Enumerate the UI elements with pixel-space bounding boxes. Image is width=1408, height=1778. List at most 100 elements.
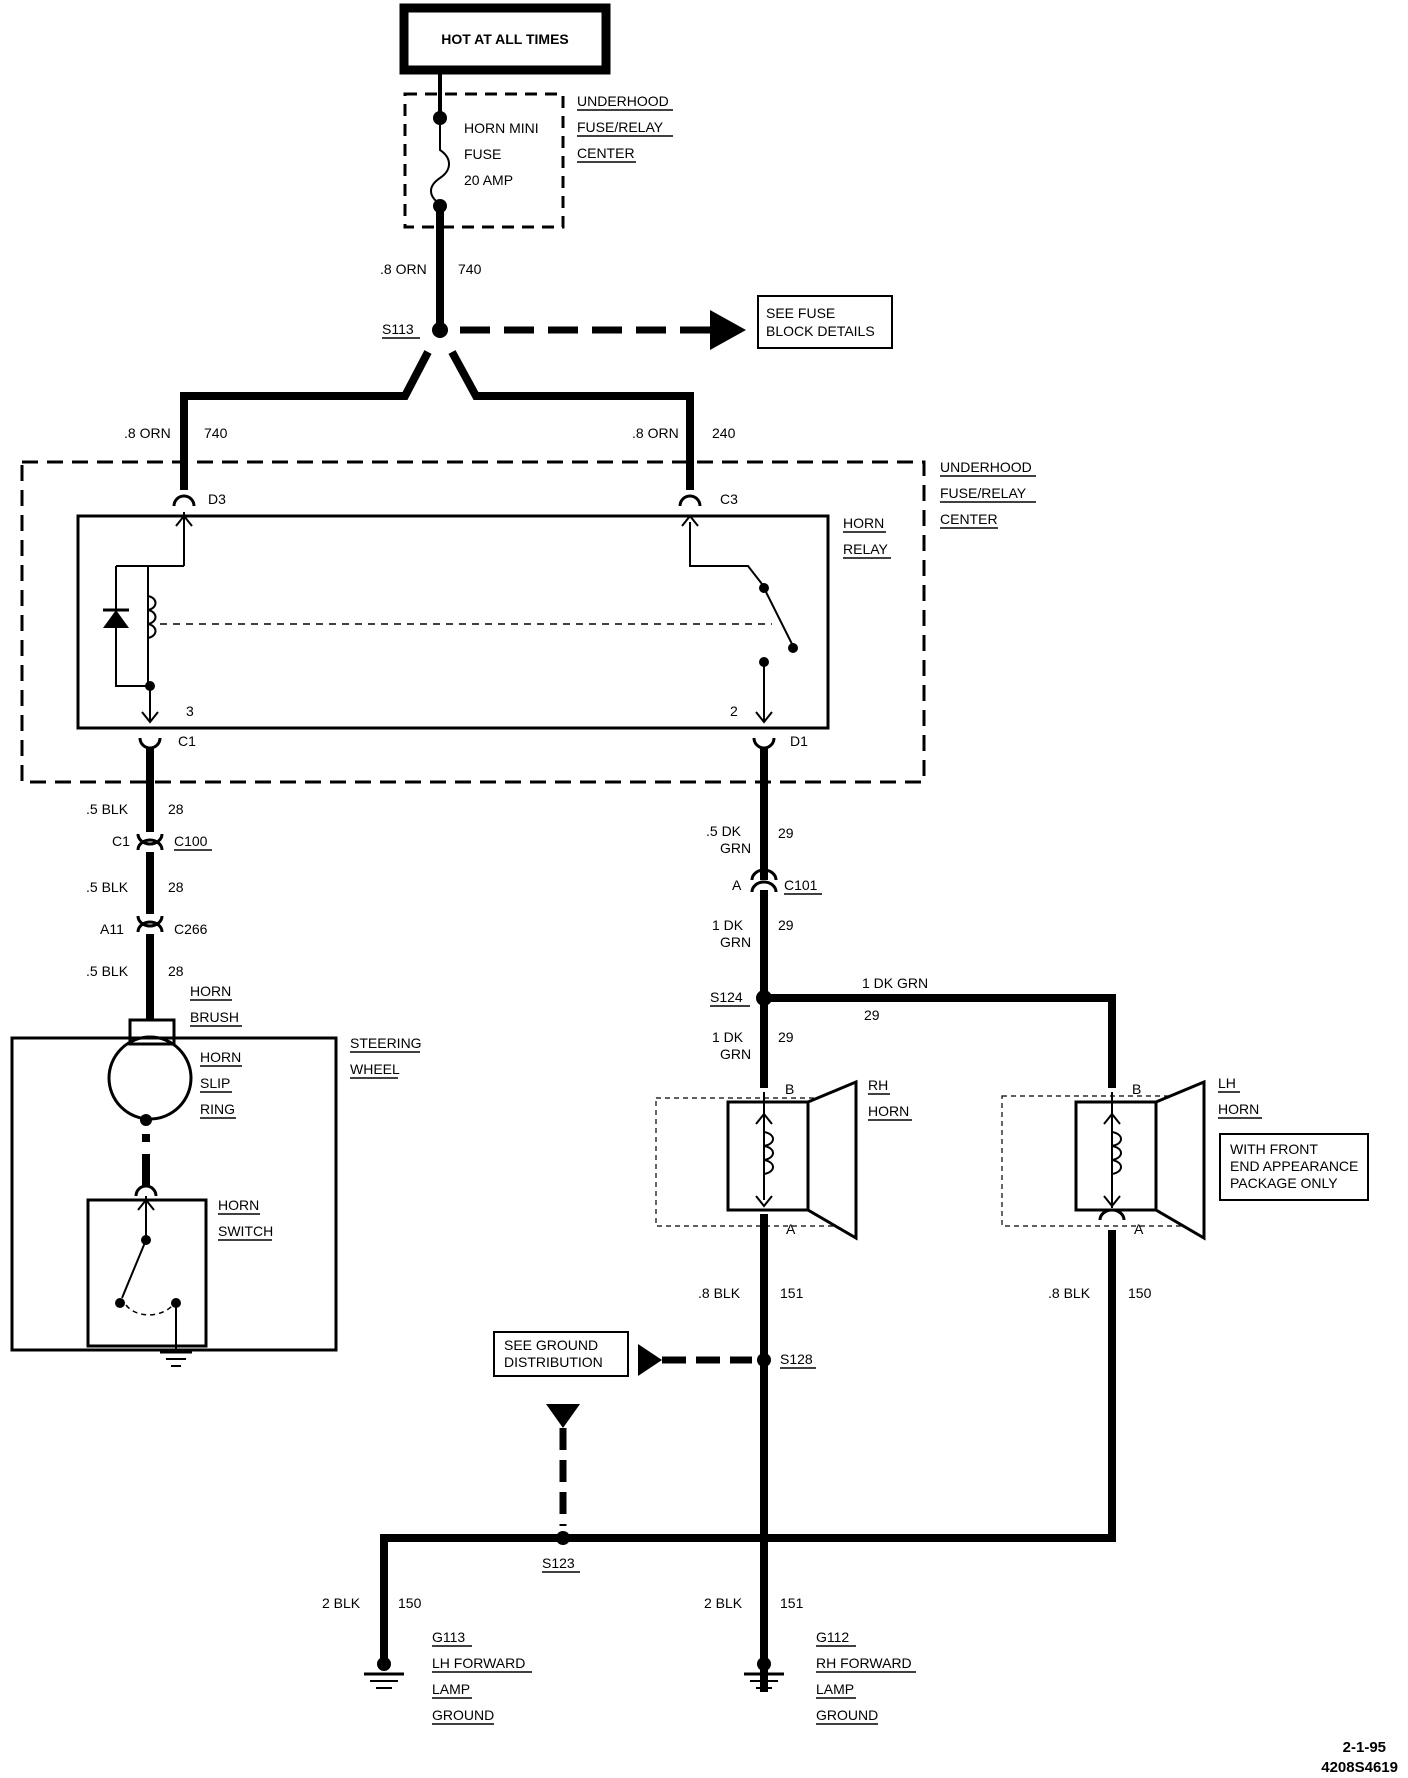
horn-brush xyxy=(128,1018,176,1046)
connector-c100-bottom xyxy=(136,838,164,851)
relay-switch-common xyxy=(689,522,763,585)
connector-c266-bottom xyxy=(136,920,164,933)
wire-740-relay-gauge: .8 ORN xyxy=(124,425,171,441)
relay-pin-3-label: 3 xyxy=(186,703,194,719)
pin-d1-label: D1 xyxy=(790,733,808,749)
connector-c266-pin: A11 xyxy=(100,921,124,937)
wire-29-to-lh-horn xyxy=(764,994,1116,1088)
wire-151-a-circuit: 151 xyxy=(780,1285,804,1301)
splice-s113 xyxy=(432,322,448,338)
horn-switch-connector xyxy=(134,1184,158,1197)
rh-horn-component xyxy=(655,1079,858,1241)
power-source-label: HOT AT ALL TIMES xyxy=(441,31,569,47)
relay-c3-arrow xyxy=(681,514,699,527)
connector-c100-top xyxy=(136,833,164,846)
wire-740-top-circuit: 740 xyxy=(458,261,482,277)
connector-c101-top xyxy=(750,868,778,881)
lh-horn-note-box xyxy=(1219,1133,1369,1201)
g112-ground-icon xyxy=(744,1672,784,1689)
wire-150-b-gauge: 2 BLK xyxy=(322,1595,361,1611)
wire-29-h-circuit: 29 xyxy=(864,1007,880,1023)
wire-28-c-circuit: 28 xyxy=(168,963,184,979)
relay-coil-circuit xyxy=(115,565,184,706)
splice-s128-label: S128 xyxy=(780,1351,813,1367)
connector-c101-bottom xyxy=(750,880,778,893)
pin-d3-label: D3 xyxy=(208,491,226,507)
horn-relay-box xyxy=(76,514,830,730)
wire-28-b-circuit: 28 xyxy=(168,879,184,895)
lh-horn-pin-a: A xyxy=(1134,1221,1144,1237)
wire-29-h-gauge: 1 DK GRN xyxy=(862,975,928,991)
wire-151-b-circuit: 151 xyxy=(780,1595,804,1611)
relay-switch-blade xyxy=(763,587,794,647)
connector-c100-name: C100 xyxy=(174,833,208,849)
g113-ground-icon xyxy=(364,1672,404,1689)
wire-740-relay-circuit: 740 xyxy=(204,425,228,441)
g113-terminal xyxy=(377,1657,391,1671)
relay-pin-2-label: 2 xyxy=(730,703,738,719)
wire-740-branch xyxy=(180,350,432,490)
horn-switch-blade xyxy=(121,1239,147,1299)
wire-740-top-gauge: .8 ORN xyxy=(380,261,427,277)
horn-slip-ring xyxy=(107,1035,193,1121)
horn-switch-contact-left xyxy=(115,1298,125,1308)
fuse-element xyxy=(430,118,450,206)
wire-29-b-circuit: 29 xyxy=(778,917,794,933)
g112-terminal xyxy=(757,1657,771,1671)
lh-horn-component xyxy=(1001,1079,1206,1241)
footer-code: 4208S4619 xyxy=(1321,1759,1398,1776)
pin-d3-connector xyxy=(172,494,196,507)
wire-151-a-gauge: .8 BLK xyxy=(698,1285,741,1301)
wire-28-a-circuit: 28 xyxy=(168,801,184,817)
wire-29-c-circuit: 29 xyxy=(778,1029,794,1045)
horn-switch-travel xyxy=(125,1304,173,1316)
wire-240-relay-circuit: 240 xyxy=(712,425,736,441)
wire-150-a-circuit: 150 xyxy=(1128,1285,1152,1301)
connector-c101-pin: A xyxy=(732,877,742,893)
wire-150-b-circuit: 150 xyxy=(398,1595,422,1611)
wire-28-a-gauge: .5 BLK xyxy=(86,801,129,817)
splice-s128 xyxy=(757,1353,771,1367)
relay-diode xyxy=(103,610,129,628)
horn-switch-arrow xyxy=(137,1198,155,1211)
relay-switch-arrow xyxy=(755,711,773,724)
wire-150-a-gauge: .8 BLK xyxy=(1048,1285,1091,1301)
ground-distribution-arrow xyxy=(638,1344,662,1376)
relay-switch-contact-end xyxy=(788,643,798,653)
wire-151-b-gauge: 2 BLK xyxy=(704,1595,743,1611)
relay-coil xyxy=(147,595,157,650)
wire-240-branch xyxy=(448,350,694,490)
wire-29-a-circuit: 29 xyxy=(778,825,794,841)
pin-d1-connector xyxy=(752,737,776,750)
wire-150-to-g113 xyxy=(380,1534,580,1660)
slip-ring-terminal xyxy=(140,1114,152,1126)
ground-distribution-callout-box xyxy=(493,1331,629,1377)
fuse-block-callout-box xyxy=(757,295,893,349)
rh-horn-pin-a: A xyxy=(786,1221,796,1237)
fuse-block-arrow xyxy=(710,310,746,350)
wire-28-c-gauge: .5 BLK xyxy=(86,963,129,979)
rh-horn-pin-b: B xyxy=(785,1081,794,1097)
connector-c266-top xyxy=(136,915,164,928)
connector-c100-pin: C1 xyxy=(112,833,130,849)
splice-s124-label: S124 xyxy=(710,989,743,1005)
pin-c1-connector xyxy=(138,737,162,750)
connector-c266-name: C266 xyxy=(174,921,208,937)
horn-switch-ground-icon xyxy=(160,1350,192,1367)
